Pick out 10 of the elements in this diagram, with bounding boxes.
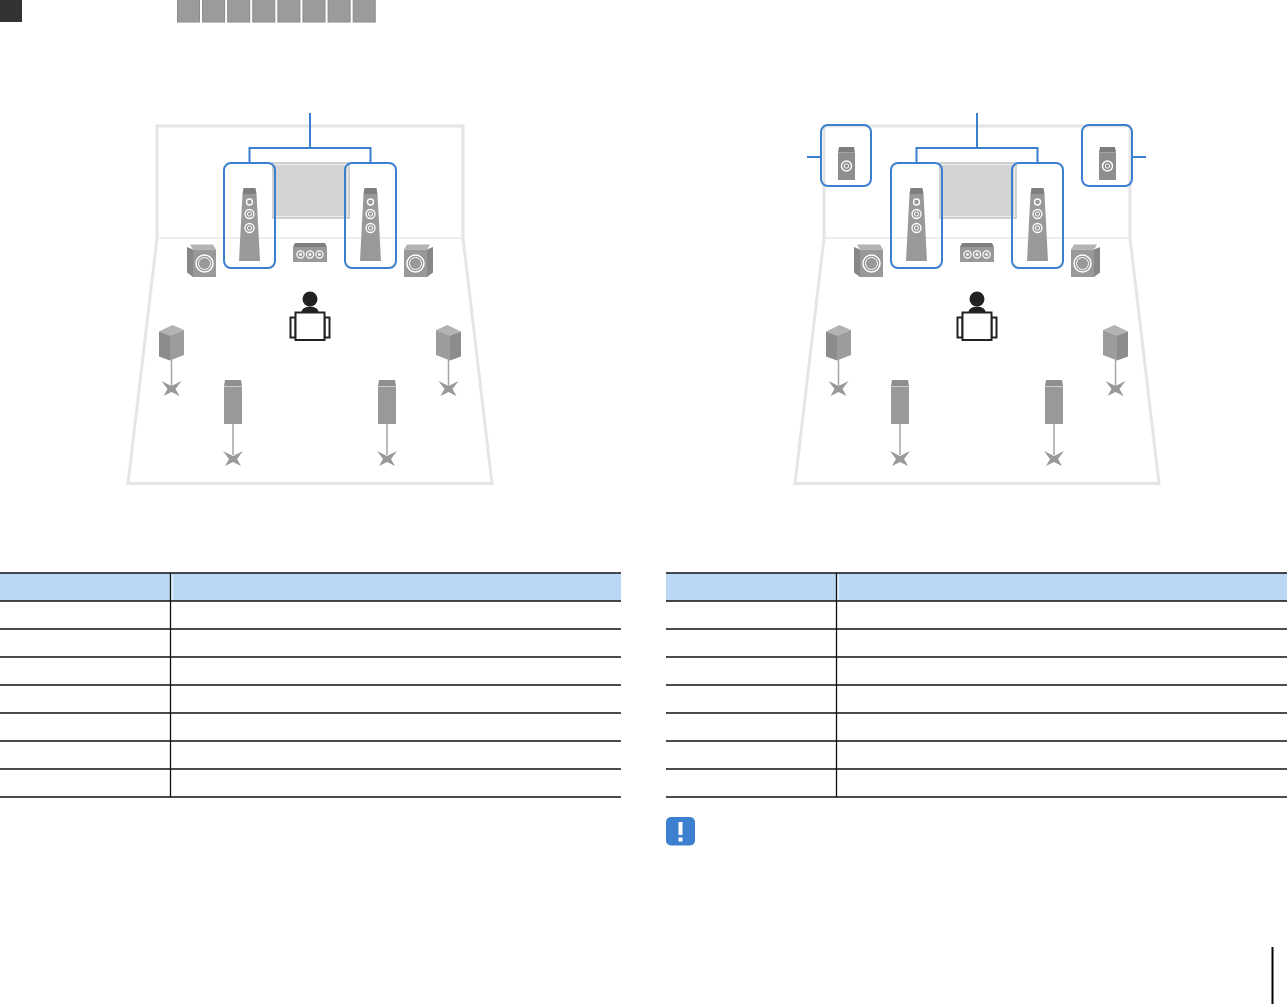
leader-line [976,112,1039,163]
leader-line [309,112,372,163]
leader-line [1132,156,1147,158]
highlight-frame [820,124,872,187]
highlight-frame [223,162,276,269]
highlight-frame [1011,162,1064,269]
highlight-frame [1081,124,1133,187]
leader-line [806,156,821,158]
highlight-frame [344,162,397,269]
highlight-frame [890,162,943,269]
